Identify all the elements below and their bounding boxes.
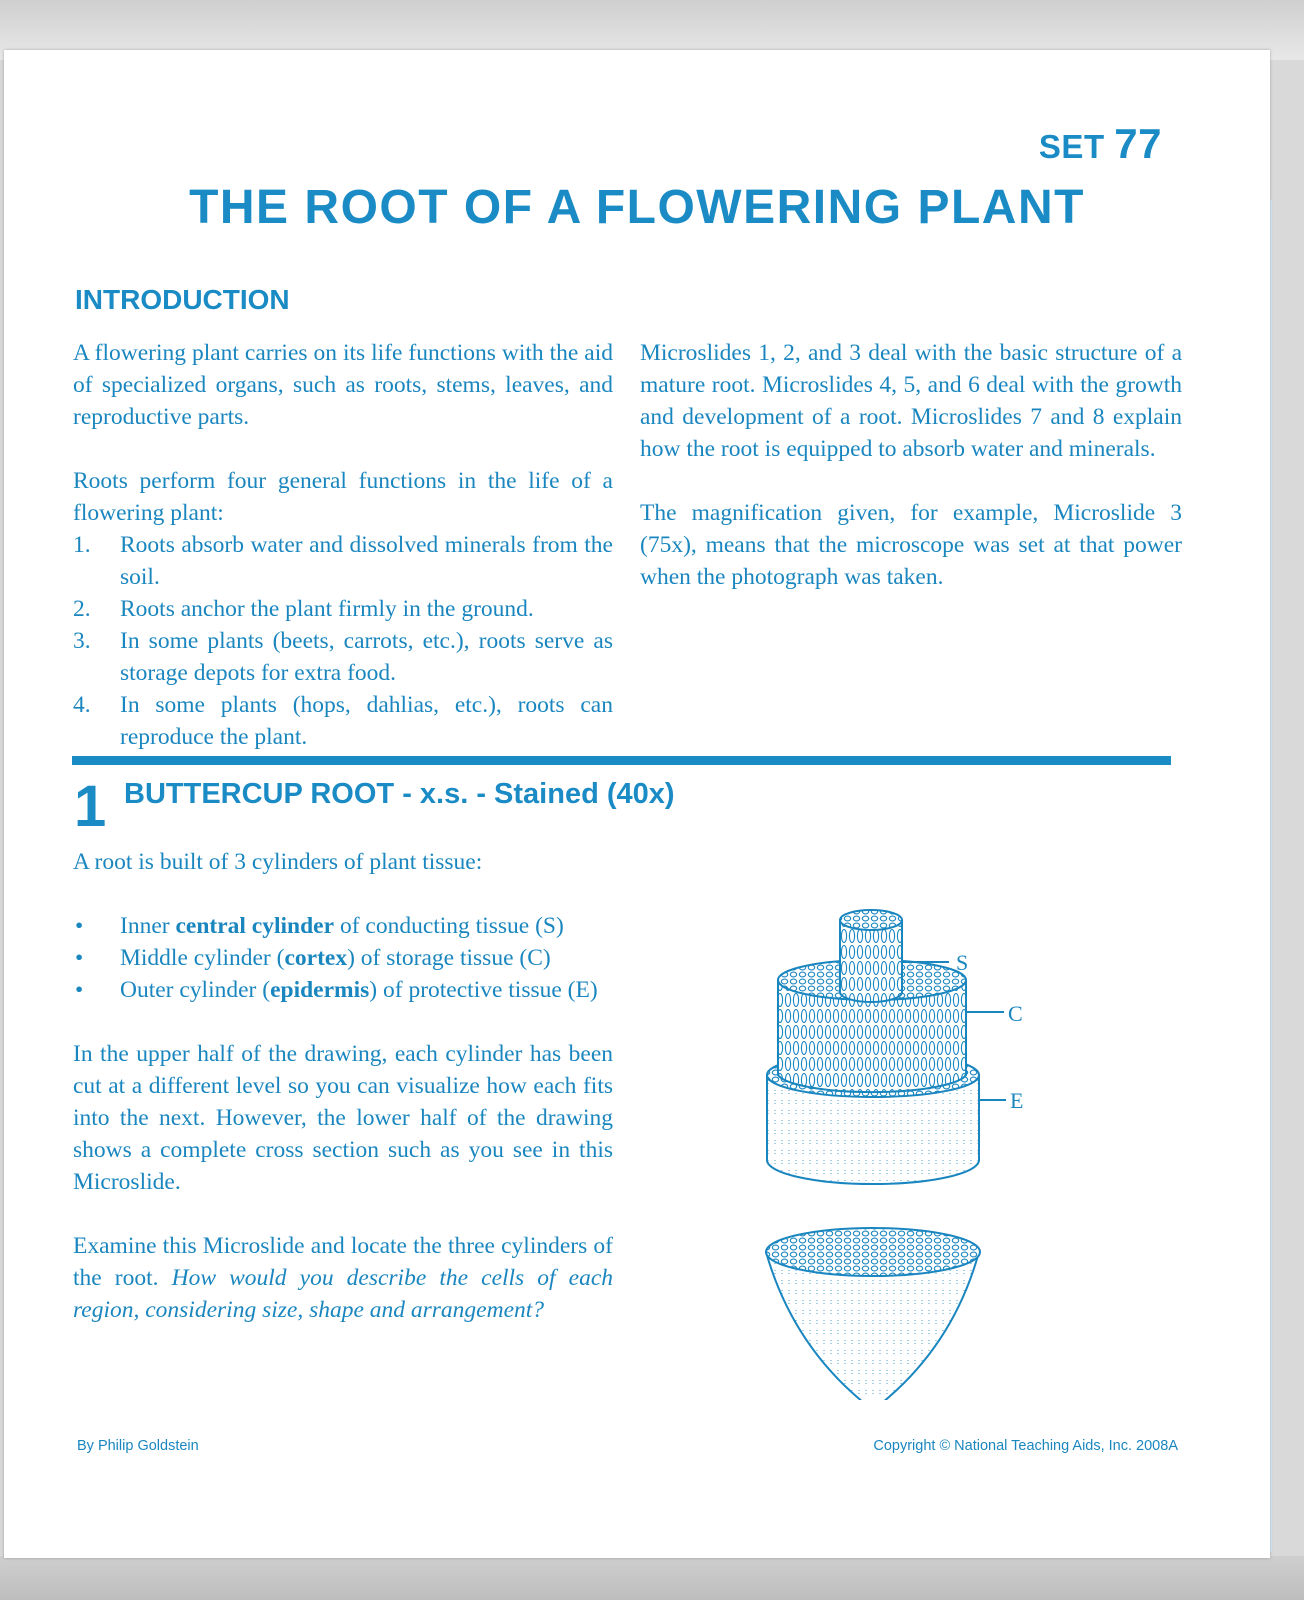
- cylinder-list: •Inner central cylinder of conducting ti…: [73, 910, 613, 1006]
- central-cylinder: [839, 909, 903, 1003]
- author-credit: By Philip Goldstein: [77, 1438, 199, 1454]
- section-body: A root is built of 3 cylinders of plant …: [73, 846, 613, 1326]
- intro-paragraph-4: The magnification given, for example, Mi…: [640, 500, 1182, 590]
- label-e: E: [1010, 1088, 1023, 1113]
- introduction-right-column: Microslides 1, 2, and 3 deal with the ba…: [640, 337, 1182, 593]
- label-s: S: [956, 950, 968, 975]
- page-title: THE ROOT OF A FLOWERING PLANT: [189, 181, 1085, 234]
- copyright-notice: Copyright © National Teaching Aids, Inc.…: [873, 1438, 1178, 1454]
- intro-paragraph-1: A flowering plant carries on its life fu…: [73, 340, 613, 430]
- set-label: SET 77: [1038, 120, 1162, 167]
- root-cylinders-diagram: S C E: [765, 909, 1023, 1400]
- section-title: BUTTERCUP ROOT - x.s. - Stained (40x): [124, 778, 675, 810]
- document-page: SET 77 THE ROOT OF A FLOWERING PLANT INT…: [4, 50, 1270, 1558]
- intro-paragraph-2: Roots perform four general functions in …: [73, 468, 613, 526]
- list-item: 1.Roots absorb water and dissolved miner…: [73, 532, 613, 590]
- section-number: 1: [74, 774, 107, 839]
- list-item: •Outer cylinder (epidermis) of protectiv…: [75, 977, 598, 1003]
- set-number: 77: [1114, 120, 1162, 167]
- list-item: 4.In some plants (hops, dahlias, etc.), …: [73, 692, 613, 750]
- section-divider: [72, 756, 1171, 765]
- list-item: •Middle cylinder (cortex) of storage tis…: [75, 945, 551, 971]
- scan-bottom-shadow: [0, 1556, 1304, 1600]
- introduction-heading: INTRODUCTION: [75, 284, 290, 315]
- list-item: 3.In some plants (beets, carrots, etc.),…: [73, 628, 613, 686]
- list-item: 2.Roots anchor the plant firmly in the g…: [73, 596, 534, 622]
- section-intro: A root is built of 3 cylinders of plant …: [73, 849, 483, 875]
- introduction-left-column: A flowering plant carries on its life fu…: [73, 337, 613, 753]
- list-item: •Inner central cylinder of conducting ti…: [75, 913, 564, 939]
- section-paragraph-2: In the upper half of the drawing, each c…: [73, 1041, 613, 1195]
- intro-paragraph-3: Microslides 1, 2, and 3 deal with the ba…: [640, 340, 1182, 462]
- cross-section-cone: [765, 1227, 981, 1400]
- functions-list: 1.Roots absorb water and dissolved miner…: [73, 529, 613, 753]
- section-paragraph-3: Examine this Microslide and locate the t…: [73, 1233, 613, 1323]
- label-c: C: [1008, 1001, 1023, 1026]
